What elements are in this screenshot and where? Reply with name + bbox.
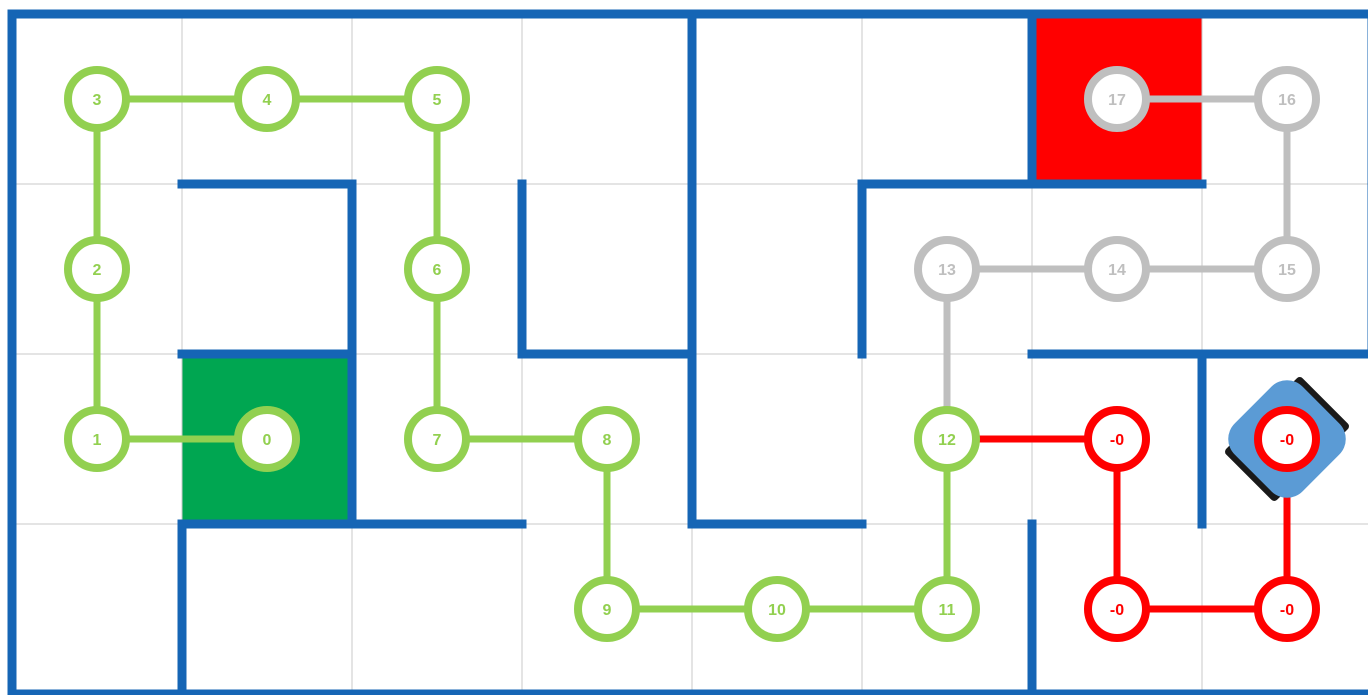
path-node: 13 — [914, 236, 980, 302]
node-circle — [574, 576, 640, 642]
path-node: -0 — [1084, 406, 1150, 472]
path-node: -0 — [1084, 576, 1150, 642]
node-circle — [914, 236, 980, 302]
node-label: 17 — [1108, 92, 1126, 109]
node-label: 6 — [433, 262, 442, 279]
node-circle — [1254, 406, 1320, 472]
node-circle — [1084, 406, 1150, 472]
node-label: 12 — [938, 432, 956, 449]
maze-walls — [7, 9, 1368, 695]
path-node: 12 — [914, 406, 980, 472]
node-label: 8 — [603, 432, 612, 449]
path-node: -0 — [1254, 576, 1320, 642]
node-circle — [1254, 236, 1320, 302]
path-node: 14 — [1084, 236, 1150, 302]
path-node: 9 — [574, 576, 640, 642]
node-circle — [574, 406, 640, 472]
path-node: 11 — [914, 576, 980, 642]
node-label: -0 — [1280, 602, 1294, 619]
path-node: 6 — [404, 236, 470, 302]
node-circle — [404, 236, 470, 302]
node-label: 13 — [938, 262, 956, 279]
node-label: 0 — [263, 432, 272, 449]
path-node: 16 — [1254, 66, 1320, 132]
node-circle — [64, 236, 130, 302]
node-label: 2 — [93, 262, 102, 279]
node-circle — [1084, 576, 1150, 642]
path-node: 7 — [404, 406, 470, 472]
path-node: 15 — [1254, 236, 1320, 302]
path-node: 3 — [64, 66, 130, 132]
node-label: -0 — [1280, 432, 1294, 449]
path-node: -0 — [1254, 406, 1320, 472]
node-label: 11 — [939, 602, 956, 619]
path-node: 0 — [234, 406, 300, 472]
node-circle — [914, 406, 980, 472]
node-circle — [404, 406, 470, 472]
node-circle — [1254, 66, 1320, 132]
node-label: 14 — [1108, 262, 1126, 279]
node-circle — [404, 66, 470, 132]
node-circle — [1084, 66, 1150, 132]
node-label: -0 — [1110, 602, 1124, 619]
node-label: 1 — [93, 432, 102, 449]
node-circle — [914, 576, 980, 642]
node-label: 16 — [1278, 92, 1296, 109]
path-node: 5 — [404, 66, 470, 132]
node-label: 4 — [263, 92, 272, 109]
node-label: 15 — [1278, 262, 1296, 279]
node-circle — [234, 66, 300, 132]
node-circle — [64, 66, 130, 132]
node-label: 3 — [93, 92, 102, 109]
node-circle — [234, 406, 300, 472]
node-circle — [1254, 576, 1320, 642]
node-label: 5 — [433, 92, 442, 109]
node-label: 7 — [433, 432, 442, 449]
node-label: 10 — [768, 602, 786, 619]
path-node: 10 — [744, 576, 810, 642]
path-node: 17 — [1084, 66, 1150, 132]
node-circle — [744, 576, 810, 642]
node-label: -0 — [1110, 432, 1124, 449]
node-circle — [1084, 236, 1150, 302]
path-node: 1 — [64, 406, 130, 472]
path-node: 4 — [234, 66, 300, 132]
node-circle — [64, 406, 130, 472]
path-node: 8 — [574, 406, 640, 472]
node-label: 9 — [603, 602, 612, 619]
path-node: 2 — [64, 236, 130, 302]
